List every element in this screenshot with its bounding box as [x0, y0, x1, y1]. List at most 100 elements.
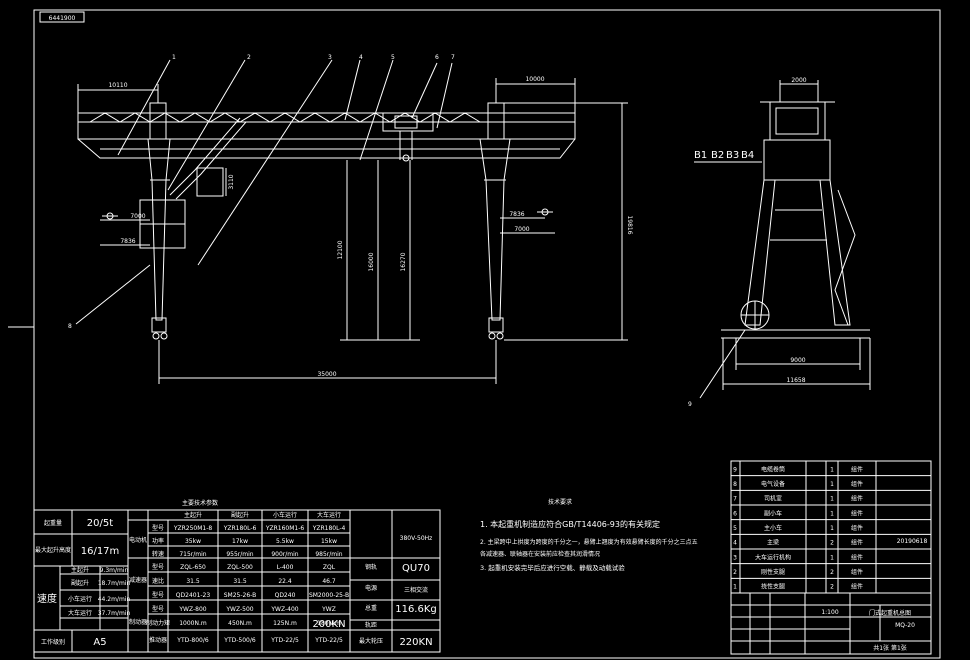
right-value-2: 三相交流: [404, 586, 428, 594]
spec-cell: YWZ-400: [270, 606, 298, 613]
parts-cell: 1: [830, 481, 834, 488]
power-note: 380V-50Hz: [400, 535, 433, 542]
spec-cell: 31.5: [233, 578, 247, 585]
spec-cell: SM2000-25-B: [309, 592, 349, 599]
operator-cab: [196, 167, 224, 197]
spec-row-label: 功率: [152, 537, 164, 545]
flexible-leg: [479, 138, 511, 321]
speed-label: 速度: [37, 592, 57, 605]
spec-cell: 985r/min: [315, 551, 342, 558]
title-block: 门式起重机总图 1:100 MQ-20 共1张 第1张: [730, 592, 932, 655]
spec-cell: YTD-22/5: [270, 637, 299, 644]
parts-cell: 司机室: [764, 495, 782, 503]
motor-label: 电动机: [129, 536, 147, 544]
speed-label-4: 大车运行: [68, 609, 92, 617]
right-value-4: 220KN: [399, 637, 432, 648]
outer-frame: [33, 9, 941, 659]
dim-top-width: 2000: [791, 77, 806, 84]
title-sheet-label: 共1张 第1张: [873, 644, 907, 652]
parts-cell: 组件: [851, 509, 863, 517]
side-part-label-9: 9: [688, 401, 692, 408]
side-leg-right: [819, 179, 851, 326]
parts-cell: 4: [733, 540, 737, 547]
parts-cell: 组件: [851, 539, 863, 547]
parts-extra-code: 20190618: [897, 538, 928, 545]
spec-cell: 31.5: [186, 578, 200, 585]
title-drawing-no: MQ-20: [895, 622, 915, 629]
part-label-5: 5: [391, 54, 395, 61]
right-label-5: 轨距: [365, 621, 377, 629]
spec-row-label: 速比: [152, 577, 164, 585]
work-class-value: A5: [93, 637, 106, 648]
parts-cell: 电气设备: [761, 480, 785, 488]
main-girder: [77, 112, 576, 140]
spec-cell: 46.7: [322, 578, 336, 585]
lift-height-value: 16/17m: [81, 546, 120, 557]
spec-cell: 1000N.m: [179, 620, 207, 627]
bracket-label-b2: B2: [711, 150, 724, 161]
spec-cell: SM25-26-B: [224, 592, 257, 599]
note-1: 1. 本起重机制造应符合GB/T14406-93的有关规定: [480, 519, 660, 529]
dim-hook-height-1: 12100: [337, 240, 344, 259]
dim-left-offset-b: 7836: [120, 238, 135, 245]
col-head-4: 大车运行: [317, 511, 341, 519]
technical-notes: 技术要求 1. 本起重机制造应符合GB/T14406-93的有关规定 2. 主梁…: [480, 498, 698, 572]
parts-cell: 组件: [851, 583, 863, 591]
code-box: [39, 11, 85, 23]
note-2: 2. 主梁跨中上拱度为跨度的千分之一，悬臂上翘度为有效悬臂长度的千分之三点五: [480, 538, 698, 546]
dim-total-height: 19816: [626, 215, 633, 234]
spec-cell: YWZ: [321, 606, 336, 613]
parts-cell: 1: [733, 584, 737, 591]
work-class-label: 工作级别: [41, 638, 65, 646]
col-head-1: 主起升: [184, 511, 202, 519]
spec-cell: 15kw: [321, 538, 337, 545]
spec-row-label: 型号: [152, 605, 164, 613]
spec-cell: 900r/min: [271, 551, 298, 558]
parts-cell: 6: [733, 510, 737, 517]
lift-height-label: 最大起升高度: [35, 546, 71, 554]
speed-value-3: 44.2m/min: [98, 596, 131, 603]
rigid-leg: [147, 138, 171, 321]
spec-cell: YZR180L-4: [312, 525, 346, 532]
spec-row-label: 型号: [152, 524, 164, 532]
note-2b: 各减速器、联轴器在安装前应检查其润滑情况: [480, 550, 600, 558]
parts-cell: 电缆卷筒: [761, 465, 785, 473]
code-box-text: 6441900: [49, 15, 76, 22]
dim-right-offset-b: 7000: [514, 226, 529, 233]
parts-cell: 1: [830, 510, 834, 517]
right-value-1: QU70: [402, 563, 430, 574]
parts-cell: 2: [733, 569, 737, 576]
spec-cell: 5.5kw: [276, 538, 294, 545]
parts-cell: 组件: [851, 568, 863, 576]
spec-cell: 17kw: [232, 538, 248, 545]
spec-table-title: 主要技术参数: [182, 499, 218, 507]
dim-hook-height-2: 16000: [368, 252, 375, 271]
spec-cell: YTD-800/6: [176, 637, 209, 644]
dim-cab-height: 3110: [228, 174, 235, 189]
spec-cell: L-400: [277, 564, 294, 571]
parts-cell: 1: [830, 496, 834, 503]
dim-right-overhang: 10000: [525, 76, 544, 83]
parts-cell: 5: [733, 525, 737, 532]
reducer-label: 减速器: [129, 576, 147, 584]
bracket-label-b4: B4: [741, 150, 754, 161]
parts-cell: 2: [830, 540, 834, 547]
title-scale: 1:100: [821, 609, 838, 616]
part-label-8: 8: [68, 323, 72, 330]
part-label-3: 3: [328, 54, 332, 61]
part-label-2: 2: [247, 54, 251, 61]
speed-value-2: 18.7m/min: [98, 580, 131, 587]
parts-cell: 2: [830, 569, 834, 576]
right-label-2: 电源: [365, 584, 377, 592]
spec-cell: QD240: [275, 592, 296, 599]
parts-cell: 大车运行机构: [755, 553, 791, 561]
part-label-6: 6: [435, 54, 439, 61]
note-3: 3. 起重机安装完毕后应进行空载、静载及动载试验: [480, 563, 625, 572]
spec-row-label: 推动器: [149, 636, 167, 644]
dim-right-offset-a: 7836: [509, 211, 524, 218]
spec-row-label: 制动力矩: [146, 619, 170, 627]
spec-cell: ZQL-500: [227, 564, 253, 571]
spec-cell: YTD-22/5: [314, 637, 343, 644]
